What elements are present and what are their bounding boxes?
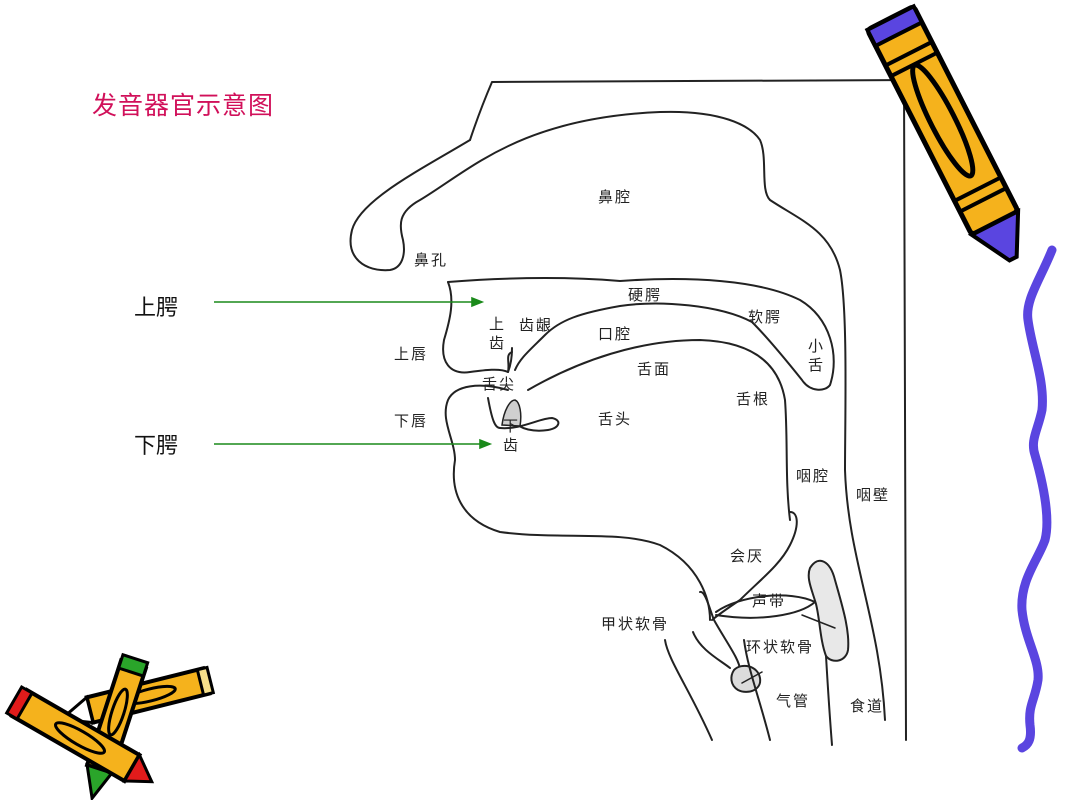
label-upper-lip: 上唇	[394, 345, 429, 363]
label-soft-palate: 软腭	[748, 308, 783, 326]
label-tongue-tip: 舌尖	[482, 375, 517, 393]
upper-teeth	[507, 347, 513, 373]
label-vocal-cords: 声带	[752, 592, 787, 610]
callout-arrows	[214, 296, 493, 450]
head-outline	[469, 79, 907, 741]
tongue-tip	[487, 397, 560, 432]
label-lower-lip: 下唇	[394, 412, 429, 430]
label-trachea: 气管	[776, 692, 811, 710]
label-cricoid-cartilage: 环状软骨	[746, 638, 815, 656]
label-thyroid-cartilage: 甲状软骨	[601, 615, 670, 633]
label-nasal-cavity: 鼻腔	[598, 188, 633, 206]
label-tongue-blade: 舌头	[598, 410, 633, 428]
label-esophagus: 食道	[850, 697, 885, 715]
label-alveolar-ridge: 齿龈	[519, 316, 554, 334]
nose-outline	[349, 110, 886, 721]
callout-upper-gum: 上腭	[134, 296, 179, 321]
label-pharyngeal-cavity: 咽腔	[796, 467, 831, 485]
trachea-line	[743, 639, 771, 741]
label-oral-cavity: 口腔	[598, 325, 633, 343]
label-upper-teeth: 上齿	[487, 316, 505, 354]
label-tongue-surface: 舌面	[637, 360, 672, 378]
label-pharyngeal-wall: 咽壁	[856, 486, 891, 504]
cricoid-cartilage	[807, 559, 850, 662]
throat-inner	[692, 631, 731, 669]
tongue-surface	[527, 339, 791, 521]
label-tongue-root: 舌根	[736, 390, 771, 408]
label-hard-palate: 硬腭	[628, 286, 663, 304]
upper-lip	[442, 281, 513, 374]
throat-front	[664, 639, 713, 741]
label-epiglottis: 会厌	[730, 547, 765, 565]
slide-title: 发音器官示意图	[92, 91, 275, 120]
wavy-line	[1017, 245, 1057, 753]
palate-lower	[514, 302, 753, 371]
label-nostril: 鼻孔	[414, 251, 449, 269]
crossed-pencils-icon	[4, 652, 216, 800]
esophagus-line	[825, 655, 833, 746]
lower-lip	[444, 384, 711, 621]
thyroid-cartilage	[699, 591, 741, 671]
pencil-icon	[864, 3, 1021, 263]
label-lower-teeth: 下齿	[501, 418, 519, 456]
epiglottis	[711, 511, 798, 621]
lower-tooth-shape	[501, 399, 522, 427]
callout-lower-gum: 下腭	[134, 434, 179, 459]
label-uvula: 小舌	[806, 338, 824, 376]
palate-upper	[447, 277, 835, 391]
